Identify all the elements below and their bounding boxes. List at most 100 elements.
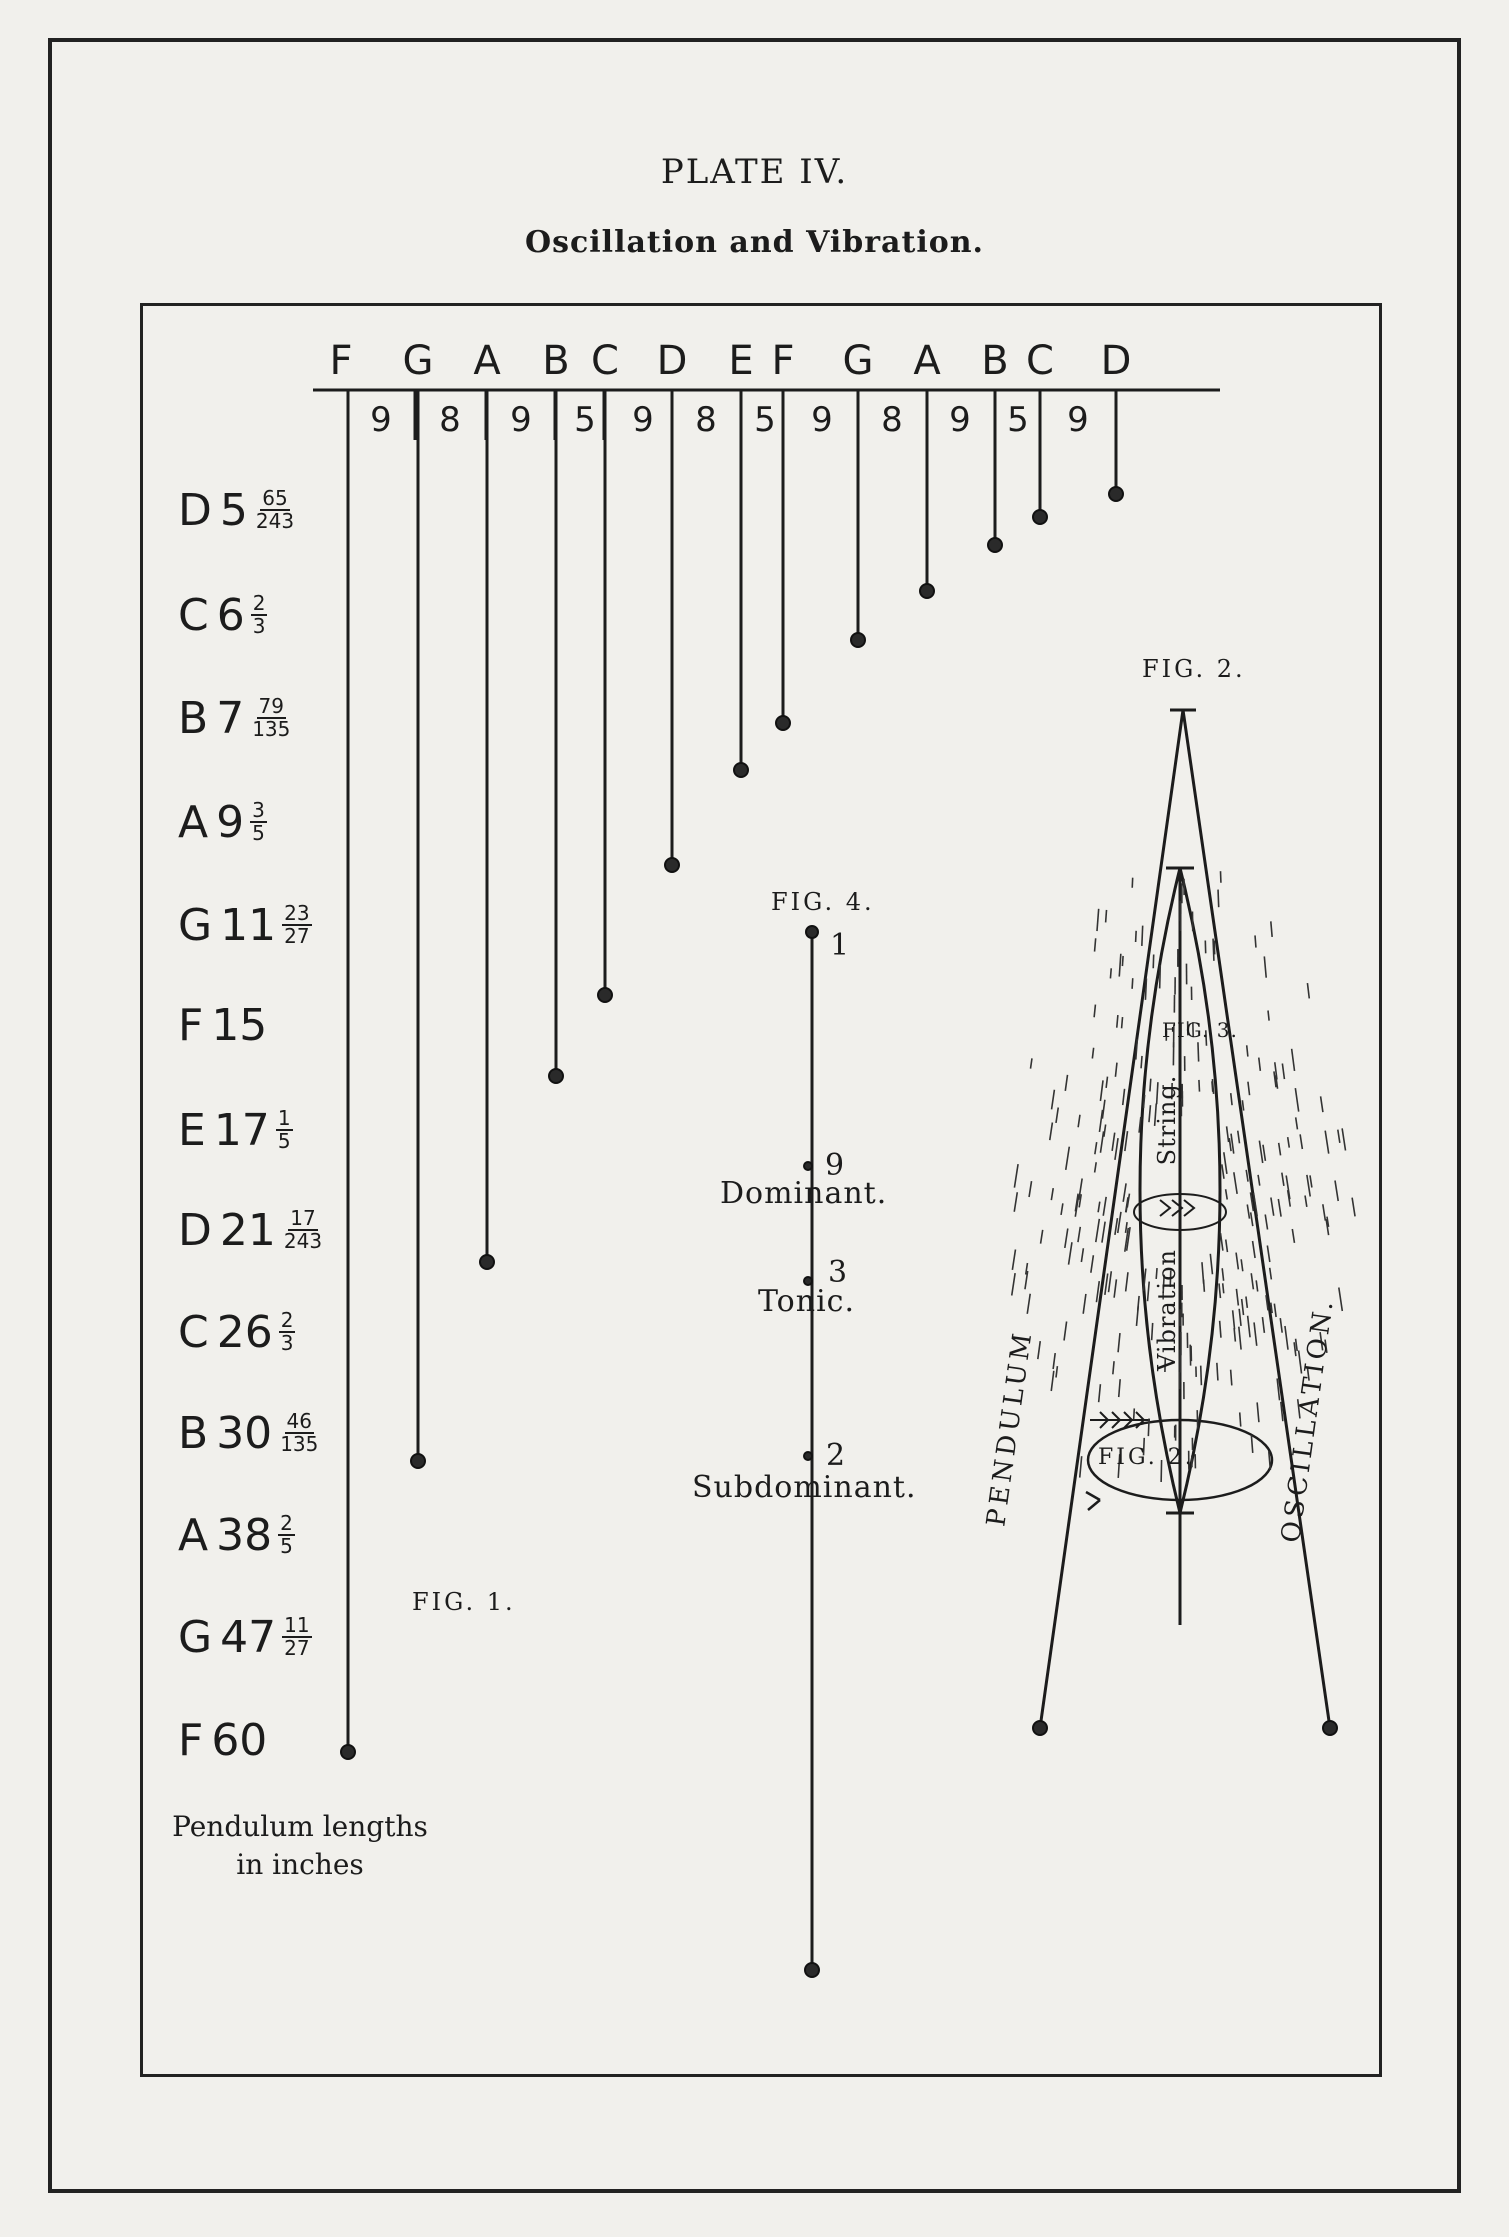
vibration-dash: [1136, 1295, 1140, 1311]
fraction-denominator: 3: [252, 614, 266, 638]
vibration-dash: [1102, 1196, 1107, 1216]
fraction-numerator: 17: [288, 1206, 318, 1231]
vibration-dash: [1291, 1228, 1296, 1243]
fig4-label-subdominant: Subdominant.: [692, 1470, 917, 1505]
fig3-right-curve: [1178, 867, 1222, 1514]
vibration-dash: [1153, 1103, 1158, 1127]
vibration-dash: [1296, 1399, 1301, 1419]
note-letter: A: [473, 338, 501, 384]
vibration-dash: [1037, 1341, 1042, 1360]
fig4-node-subdominant: [803, 1451, 813, 1461]
vibration-dash: [1026, 1293, 1031, 1314]
vibration-dash: [1246, 1204, 1251, 1219]
vibration-dash: [1268, 1267, 1273, 1280]
interval-number: 8: [695, 400, 717, 440]
vibration-dash: [1113, 1279, 1118, 1298]
fraction-numerator: 1: [275, 1106, 293, 1131]
vibration-dash: [1121, 1088, 1126, 1106]
vibration-dash: [1096, 908, 1100, 932]
length-whole: 30: [216, 1407, 273, 1459]
fraction-numerator: 79: [256, 694, 286, 719]
fig2-right-arm: [1181, 709, 1332, 1729]
fig3-vibration-ellipse: [1133, 1193, 1227, 1231]
vibration-dash: [1120, 1016, 1124, 1029]
vibration-label: Vibration: [1153, 1249, 1181, 1371]
vibration-dash: [1099, 1080, 1104, 1102]
note-letter: G: [842, 338, 874, 384]
vibration-dash: [1169, 1270, 1172, 1287]
fraction-denominator: 27: [284, 924, 310, 948]
length-note: F: [178, 1714, 204, 1766]
vibration-dash: [1218, 1320, 1222, 1338]
vibration-dash: [1050, 1089, 1056, 1110]
fig2-hatch: [1090, 1411, 1150, 1429]
length-whole: 7: [216, 692, 245, 744]
vibration-dash: [1142, 1268, 1147, 1291]
vibration-dash: [1142, 1437, 1146, 1456]
vibration-dash: [1267, 1451, 1272, 1470]
vibration-dash: [1117, 1332, 1121, 1353]
vibration-dash: [1155, 1082, 1159, 1105]
length-note: B: [178, 1407, 209, 1459]
vibration-dash: [1261, 1316, 1266, 1333]
fig4-bottom-bob: [804, 1962, 820, 1978]
vibration-dash: [1224, 1239, 1229, 1253]
pendulum-bob: [1108, 486, 1124, 502]
vibration-dash: [1134, 930, 1137, 943]
interval-number: 9: [949, 400, 971, 440]
fraction-numerator: 46: [284, 1409, 314, 1434]
legend-line-1: Pendulum lengths: [172, 1810, 428, 1843]
vibration-dash: [1155, 1268, 1158, 1280]
interval-number: 8: [439, 400, 461, 440]
fig4-number-2: 2: [826, 1438, 847, 1473]
fig3-left-curve: [1138, 867, 1182, 1514]
vibration-dash: [1095, 1280, 1101, 1303]
vibration-dash: [1304, 1195, 1308, 1207]
fraction-numerator: 65: [260, 486, 290, 511]
length-whole: 21: [219, 1204, 276, 1256]
vibration-dash: [1249, 1212, 1254, 1227]
vibration-dash: [1107, 1271, 1113, 1293]
interval-number: 9: [632, 400, 654, 440]
vibration-dash: [1158, 964, 1162, 989]
vibration-dash: [1050, 1370, 1055, 1392]
vibration-dash: [1112, 1361, 1115, 1375]
fraction-denominator: 243: [283, 1229, 323, 1253]
note-letter: A: [913, 338, 941, 384]
vibration-dash: [1253, 1322, 1258, 1346]
vibration-dash: [1125, 1200, 1129, 1213]
vibration-dash: [1093, 938, 1097, 952]
vibration-dash: [1149, 1078, 1152, 1092]
vibration-dash: [1273, 1303, 1277, 1318]
fig4-caption: FIG. 4.: [771, 888, 875, 916]
vibration-dashes: [1010, 871, 1356, 1483]
vibration-dash: [1197, 1042, 1200, 1062]
vibration-dash: [1229, 1093, 1233, 1106]
vibration-dash: [1264, 1214, 1269, 1230]
vibration-dash: [1266, 1245, 1271, 1263]
vibration-dash: [1114, 1138, 1119, 1161]
vibration-dash: [1147, 1418, 1150, 1437]
vibration-dash: [1238, 1412, 1242, 1427]
vibration-dash: [1324, 1130, 1330, 1154]
vibration-dash: [1319, 1096, 1324, 1113]
vibration-dash: [1306, 982, 1311, 999]
vibration-dash: [1078, 1178, 1083, 1200]
vibration-dash: [1090, 1255, 1095, 1273]
vibration-dash: [1055, 1107, 1060, 1124]
vibration-dash: [1235, 1288, 1240, 1306]
vibration-dash: [1306, 1174, 1312, 1197]
vibration-dash: [1217, 889, 1220, 908]
vibration-dash: [1142, 1094, 1146, 1109]
vibration-dash: [1010, 1273, 1016, 1296]
vibration-dash: [1294, 1117, 1299, 1130]
